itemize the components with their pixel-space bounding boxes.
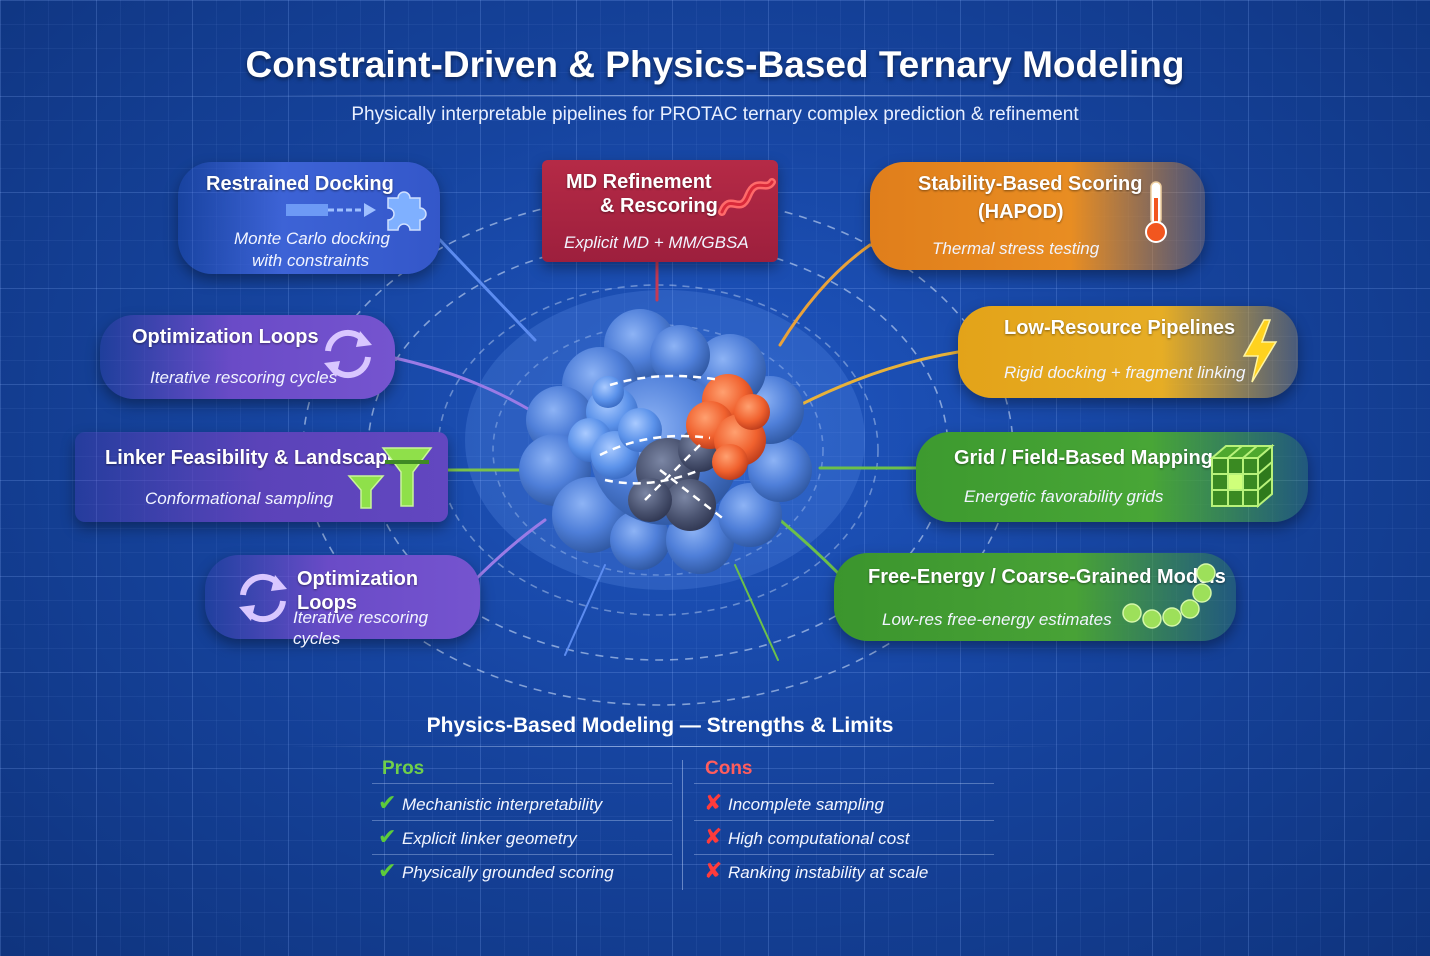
ternary-complex-protein [519,309,812,574]
card-title: Optimization Loops [297,568,419,614]
page-title: Constraint-Driven & Physics-Based Ternar… [245,44,1185,85]
connector-free-energy [778,518,842,577]
cons-divider [694,854,994,855]
puzzle-icon [387,191,427,231]
connector-stability [778,243,872,347]
card-free-energy: Free-Energy / Coarse-Grained Models Low-… [834,553,1236,641]
cycle-icon [324,329,372,379]
card-md-refinement: MD Refinement & Rescoring Explicit MD + … [542,160,778,262]
cons-divider-0 [694,783,994,784]
connector-low-resource [798,350,960,407]
card-desc: Iterative rescoring cycles [150,368,338,387]
card-title: Optimization Loops [132,326,319,348]
pros-heading: Pros [382,758,425,779]
summary-title: Physics-Based Modeling — Strengths & Lim… [426,714,894,737]
bead-chain-icon [1122,563,1216,629]
pros-divider-0 [372,783,672,784]
cons-heading: Cons [705,758,753,779]
thermometer-icon [1145,181,1167,243]
connector-restrained-docking [438,238,537,342]
card-stability-scoring: Stability-Based Scoring (HAPOD) Thermal … [870,162,1205,270]
cons-text: Incomplete sampling [728,795,884,814]
connector-optimization-2 [473,518,547,582]
cons-item: ✘ Ranking instability at scale [704,854,928,887]
card-title: Restrained Docking [206,173,394,195]
pros-item: ✔ Explicit linker geometry [378,820,577,853]
pros-item: ✔ Mechanistic interpretability [378,786,602,819]
card-title-line2: & Rescoring [600,195,718,217]
lightning-icon [1242,319,1278,383]
card-desc: Low-res free-energy estimates [882,610,1112,629]
card-optimization-loops-bottom: Optimization Loops Iterative rescoring c… [205,555,480,648]
page-subtitle: Physically interpretable pipelines for P… [351,104,1079,125]
connectors [393,238,960,661]
helix-icon [718,178,776,216]
card-title-line1: MD Refinement [566,171,712,193]
check-icon: ✔ [378,824,397,849]
card-desc: Explicit MD + MM/GBSA [564,233,749,252]
cross-icon: ✘ [704,824,723,849]
cons-item: ✘ Incomplete sampling [704,786,884,819]
card-title: Low-Resource Pipelines [1004,317,1236,339]
interaction-dashes [599,374,726,521]
pros-text: Explicit linker geometry [402,829,577,848]
connector-lower-right [734,564,779,661]
card-desc: Conformational sampling [145,489,334,508]
pros-divider [372,820,672,821]
connector-optimization-1 [393,356,532,412]
card-low-resource-pipelines: Low-Resource Pipelines Rigid docking + f… [958,306,1298,398]
check-icon: ✔ [378,858,397,883]
card-grid-mapping: Grid / Field-Based Mapping Energetic fav… [916,432,1308,522]
card-optimization-loops-top: Optimization Loops Iterative rescoring c… [100,315,395,399]
card-title: Grid / Field-Based Mapping [954,447,1213,469]
card-title-line1: Stability-Based Scoring [918,173,1143,195]
pros-divider [372,854,672,855]
pros-text: Physically grounded scoring [402,863,614,882]
pros-cons-divider [682,760,683,890]
connector-lower-left [564,564,606,656]
grid-cube-icon [1209,444,1275,509]
card-title: Free-Energy / Coarse-Grained Models [868,566,1226,588]
card-linker-feasibility: Linker Feasibility & Landscapes Conforma… [75,432,448,522]
cons-text: High computational cost [728,829,910,848]
card-desc: Energetic favorability grids [964,487,1164,506]
funnel-icon [347,447,433,509]
card-title-line2: (HAPOD) [978,201,1064,223]
card-desc: Iterative rescoring cycles [293,608,429,648]
card-restrained-docking: Restrained Docking Monte Carlo docking w… [178,162,440,274]
card-desc: Rigid docking + fragment linking [1004,363,1246,382]
title-rule [250,95,1180,96]
summary-rule [290,746,1060,747]
cons-text: Ranking instability at scale [728,863,929,882]
cross-icon: ✘ [704,858,723,883]
pros-item: ✔ Physically grounded scoring [378,854,614,887]
check-icon: ✔ [378,790,397,815]
cons-item: ✘ High computational cost [704,820,909,853]
arrow-icon [286,203,376,217]
card-desc: Thermal stress testing [932,239,1100,258]
card-desc-line2: with constraints [252,251,370,270]
cycle-icon [239,573,287,623]
card-title: Linker Feasibility & Landscapes [105,447,410,469]
cross-icon: ✘ [704,790,723,815]
pros-text: Mechanistic interpretability [402,795,603,814]
card-desc-line1: Monte Carlo docking [234,229,390,248]
cons-divider [694,820,994,821]
